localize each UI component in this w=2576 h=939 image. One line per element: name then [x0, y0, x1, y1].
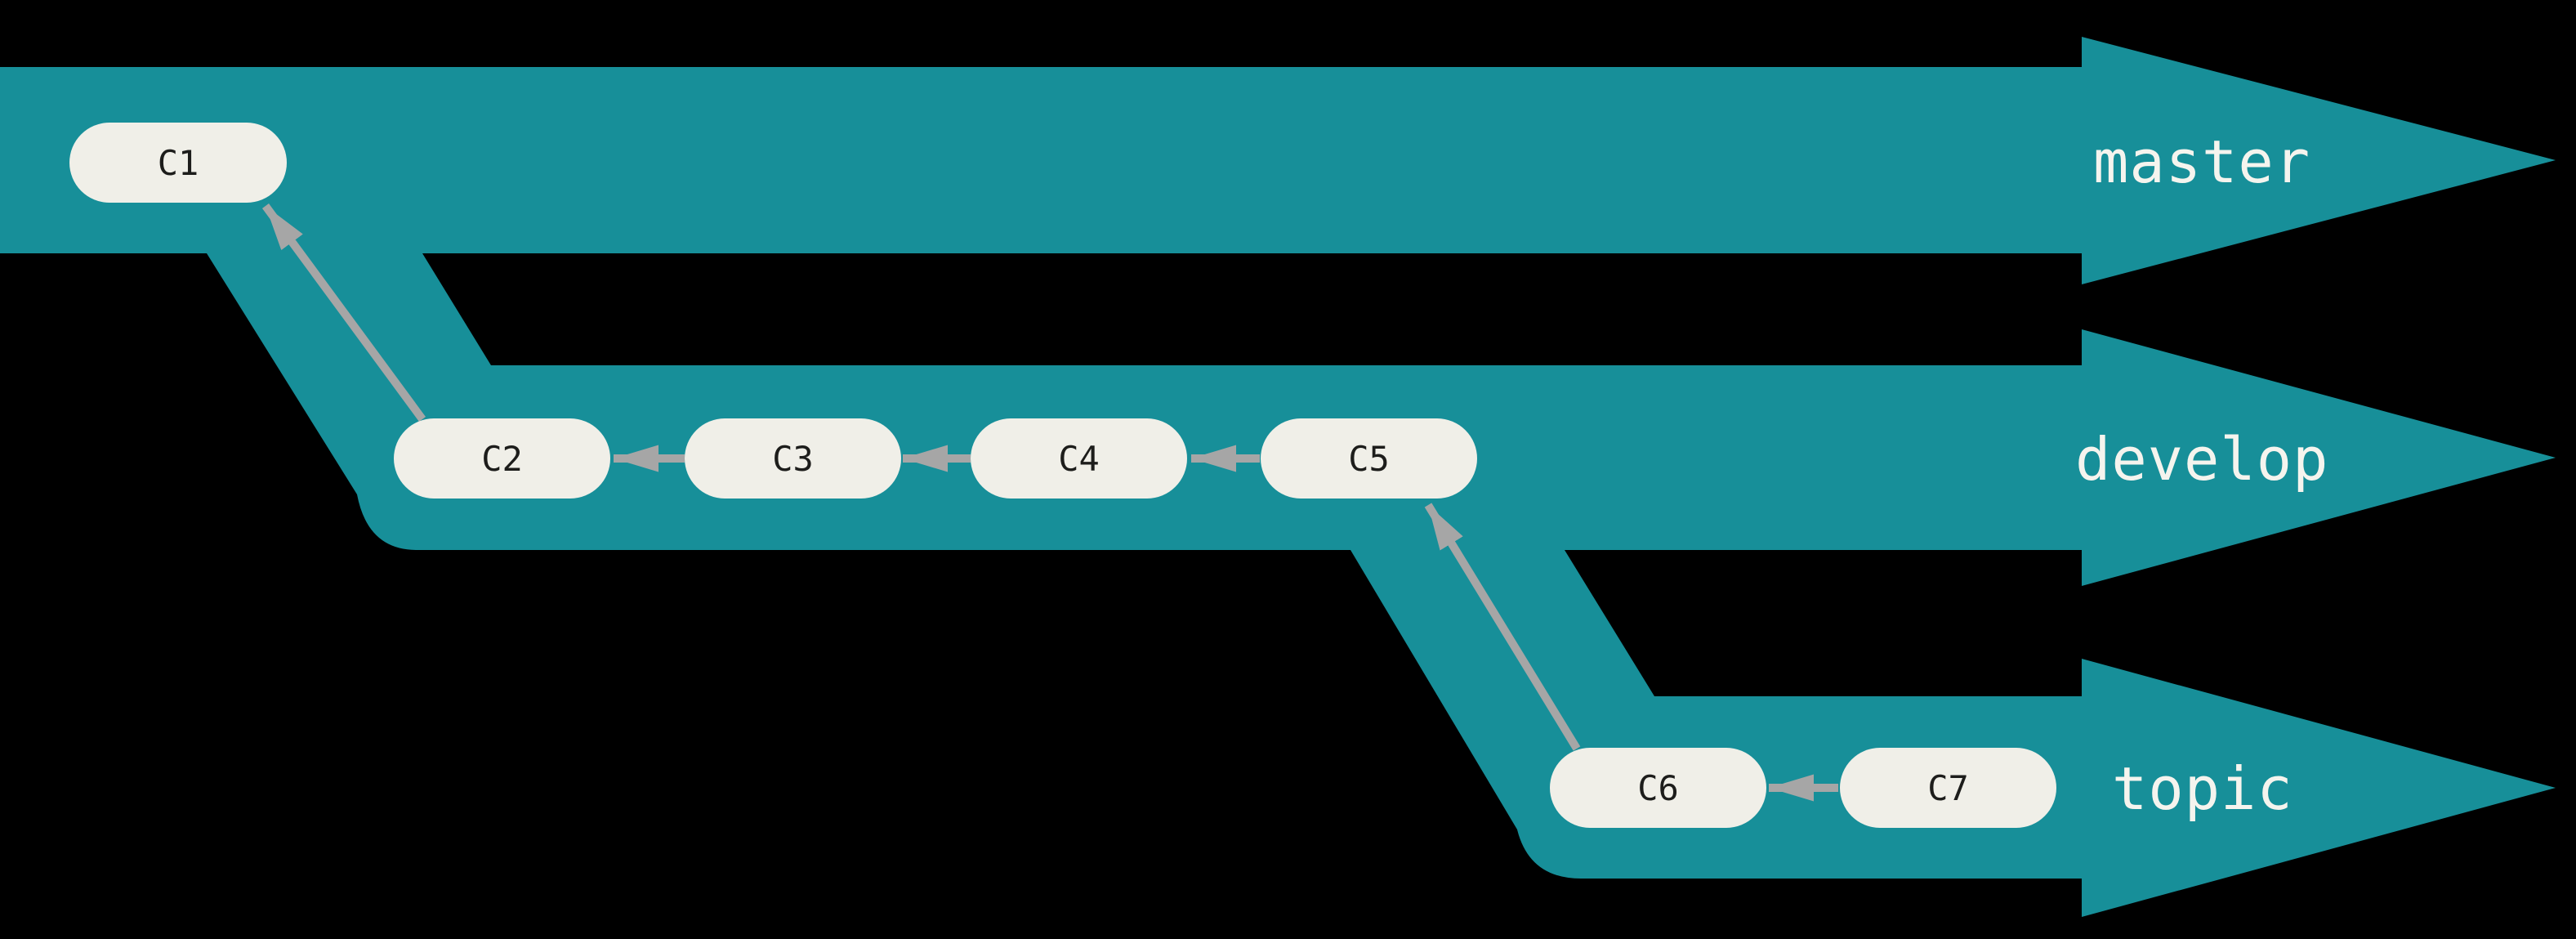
- commit-node-C7: [1840, 748, 2056, 828]
- commit-node-C4: [971, 418, 1187, 499]
- commit-node-C1: [69, 123, 287, 203]
- branch-labels: master develop topic: [2075, 127, 2328, 823]
- branch-label-develop: develop: [2075, 425, 2328, 494]
- commit-node-C6: [1550, 748, 1766, 828]
- edge-C2-to-C1: [261, 203, 426, 422]
- branch-label-topic: topic: [2112, 754, 2293, 823]
- commit-label-C3: C3: [772, 439, 814, 479]
- commit-label-C6: C6: [1637, 768, 1679, 808]
- commit-label-C4: C4: [1058, 439, 1100, 479]
- branch-label-master: master: [2093, 127, 2310, 196]
- commit-node-C3: [685, 418, 901, 499]
- commit-node-C5: [1261, 418, 1477, 499]
- commit-node-C2: [394, 418, 610, 499]
- commit-label-C2: C2: [481, 439, 523, 479]
- edge-C6-to-C5: [1424, 503, 1581, 751]
- commit-label-C5: C5: [1348, 439, 1390, 479]
- commit-label-C1: C1: [158, 143, 199, 183]
- commit-label-C7: C7: [1927, 768, 1969, 808]
- commit-edges: [261, 203, 1838, 802]
- branch-band-master: [0, 37, 2556, 284]
